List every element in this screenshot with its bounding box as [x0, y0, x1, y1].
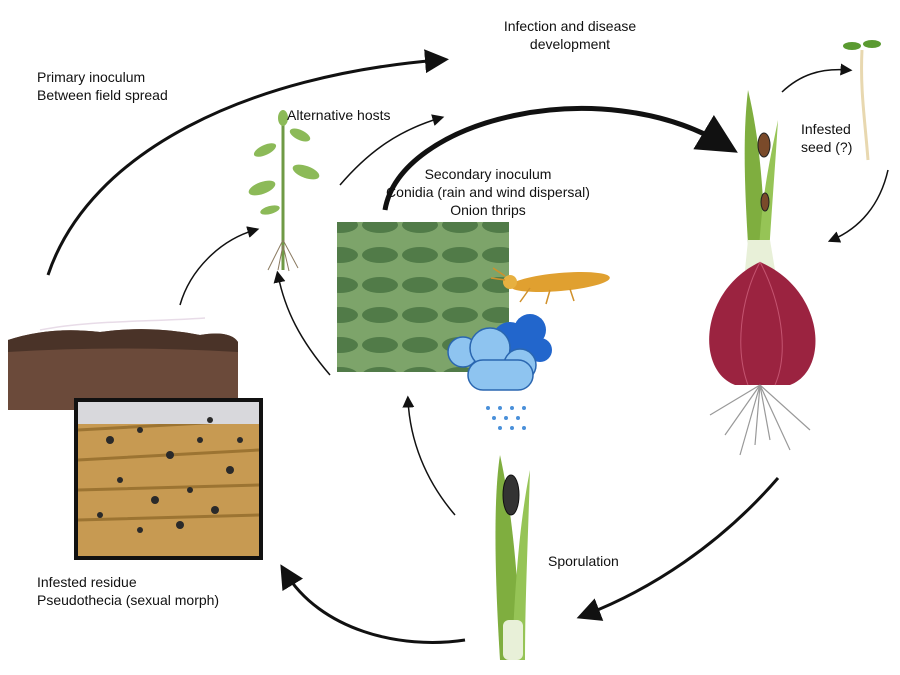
residue-line-1: Infested residue: [37, 574, 137, 590]
arrow-sporulation-to-residue: [280, 564, 466, 644]
seed-line-2: seed (?): [801, 139, 853, 155]
residue-line-2: Pseudothecia (sexual morph): [37, 592, 220, 608]
arrow-seed-to-onion: [827, 169, 889, 243]
primary-inoculum-label: Primary inoculum Between field spread: [37, 68, 168, 104]
arrow-onion-to-sporulation: [576, 477, 780, 621]
arrow-primary-spread: [46, 49, 449, 276]
soil-block-illustration: [8, 317, 238, 410]
sporulation-label: Sporulation: [548, 553, 619, 569]
arrow-sporulation-to-secondary: [402, 395, 456, 516]
secondary-line-1: Secondary inoculum: [424, 166, 552, 182]
alternative-host-plant-illustration: [248, 110, 320, 272]
arrow-secondary-to-host: [273, 270, 331, 376]
infection-label: Infection and disease development: [490, 17, 650, 53]
infested-seed-label: Infested seed (?): [801, 120, 852, 156]
onion-thrips-illustration: [490, 267, 610, 305]
infection-line-1: Infection and disease: [503, 18, 637, 34]
seedling-illustration: [843, 40, 881, 161]
secondary-line-2: Conidia (rain and wind dispersal): [386, 184, 590, 200]
arrow-onion-to-seed: [781, 63, 853, 93]
primary-line-2: Between field spread: [37, 87, 168, 103]
arrow-host-to-secondary: [339, 114, 445, 186]
infection-line-2: development: [529, 36, 611, 52]
infested-residue-label: Infested residue Pseudothecia (sexual mo…: [37, 573, 219, 609]
seed-line-1: Infested: [801, 121, 851, 137]
infested-residue-photo: [74, 398, 263, 560]
secondary-inoculum-label: Secondary inoculum Conidia (rain and win…: [373, 165, 603, 219]
onion-plant-illustration: [709, 90, 816, 456]
arrow-infection: [382, 106, 738, 211]
arrow-residue-to-host: [179, 226, 260, 306]
secondary-line-3: Onion thrips: [450, 202, 526, 218]
sporulating-leaf-illustration: [495, 455, 530, 660]
alternative-hosts-label: Alternative hosts: [287, 107, 391, 123]
primary-line-1: Primary inoculum: [37, 69, 146, 85]
cycle-arrows: [46, 49, 889, 644]
rain-clouds-illustration: [447, 314, 552, 430]
